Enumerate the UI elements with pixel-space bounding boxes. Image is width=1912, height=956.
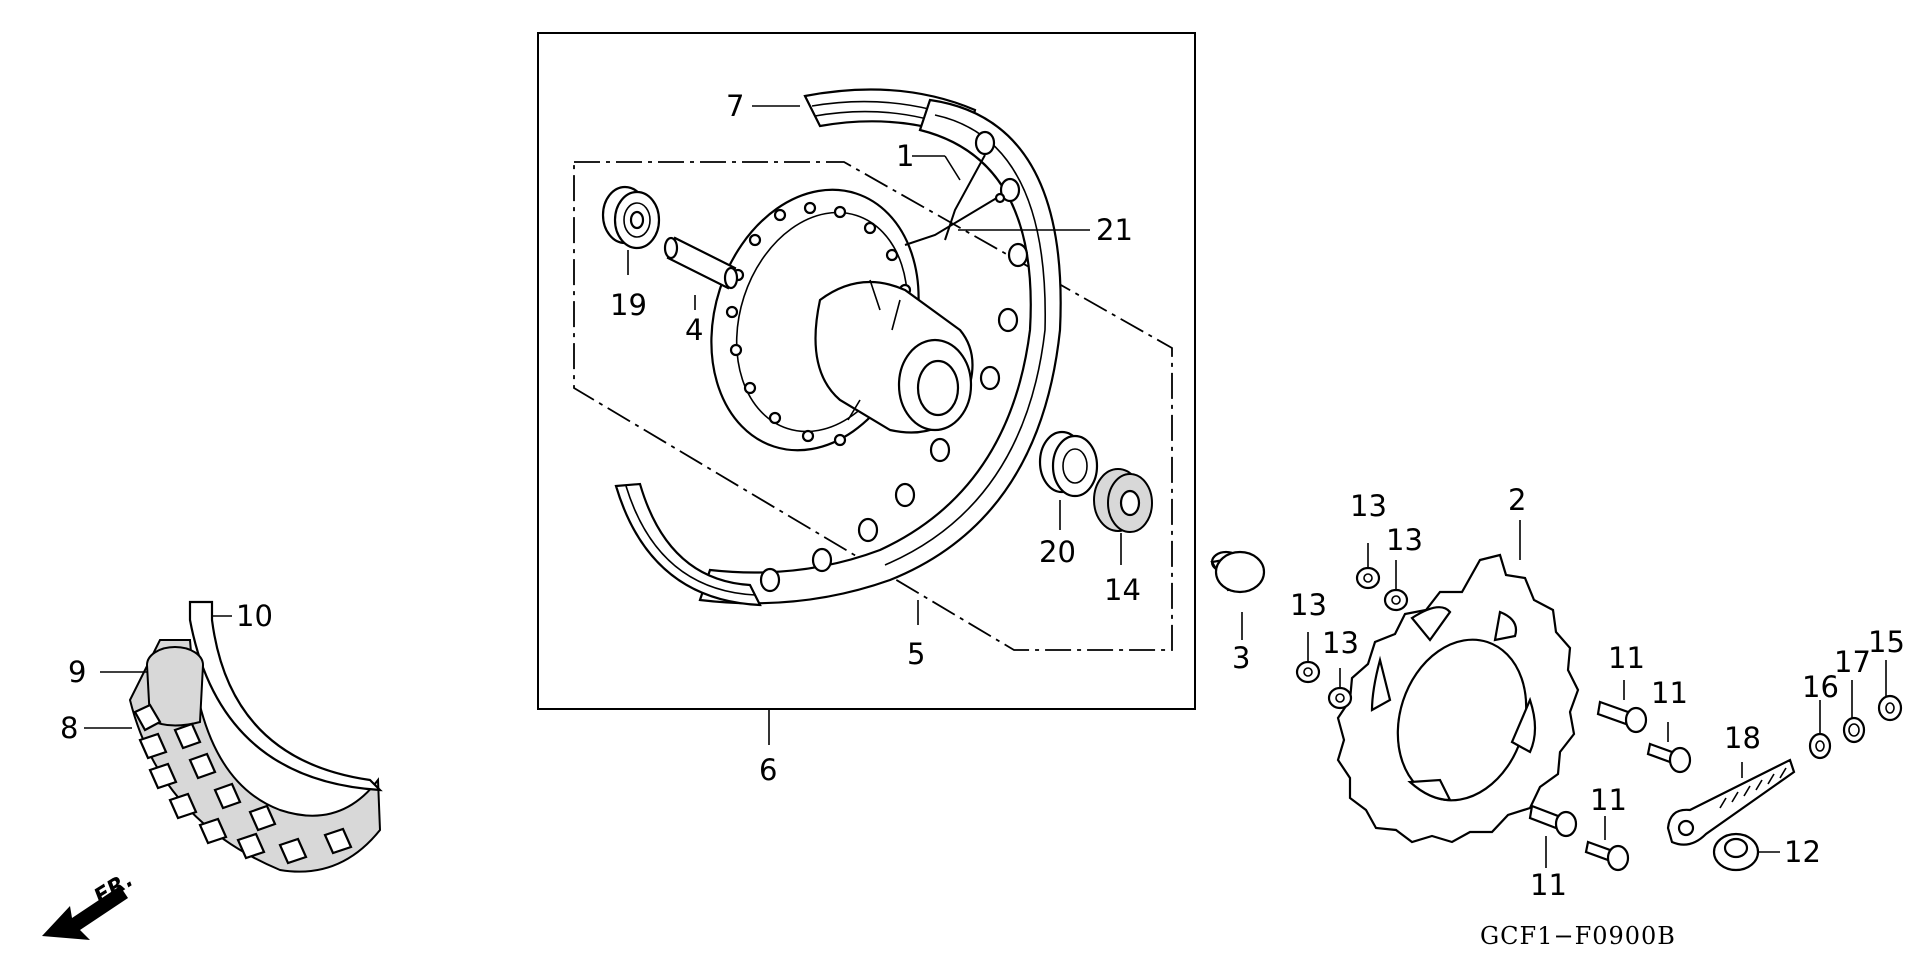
callout-8: 8 bbox=[60, 711, 78, 745]
callout-19: 19 bbox=[610, 288, 647, 322]
hub-subassembly-outline bbox=[573, 161, 1173, 651]
leader-lines bbox=[84, 105, 1887, 868]
wheel-rim bbox=[698, 98, 1062, 605]
callout-20: 20 bbox=[1039, 535, 1076, 569]
callout-11d: 11 bbox=[1530, 868, 1567, 902]
callout-4: 4 bbox=[685, 313, 703, 347]
dust-seal-14 bbox=[1093, 468, 1153, 533]
callout-17: 17 bbox=[1834, 645, 1871, 679]
adjuster-18 bbox=[1666, 758, 1796, 846]
wheel-assembly-frame bbox=[537, 32, 1196, 710]
callout-10: 10 bbox=[236, 599, 273, 633]
callout-13d: 13 bbox=[1322, 626, 1359, 660]
callout-labels: 7 1 21 19 4 20 14 5 6 3 2 13 13 13 13 11… bbox=[60, 89, 1905, 902]
callout-13a: 13 bbox=[1350, 489, 1387, 523]
callout-1: 1 bbox=[896, 139, 914, 173]
callout-12: 12 bbox=[1784, 835, 1821, 869]
wheel-hub bbox=[710, 188, 974, 452]
callout-13b: 13 bbox=[1386, 523, 1423, 557]
callout-14: 14 bbox=[1104, 573, 1141, 607]
bearing-20 bbox=[1038, 430, 1099, 498]
callout-6: 6 bbox=[759, 753, 777, 787]
callout-3: 3 bbox=[1232, 641, 1250, 675]
rim-band-bottom bbox=[614, 482, 762, 607]
callout-21: 21 bbox=[1096, 213, 1133, 247]
callout-9: 9 bbox=[68, 655, 86, 689]
bearing-19 bbox=[601, 185, 661, 250]
callout-11c: 11 bbox=[1590, 783, 1627, 817]
callout-15: 15 bbox=[1868, 625, 1905, 659]
tire-assembly bbox=[128, 600, 383, 873]
callout-11b: 11 bbox=[1651, 676, 1688, 710]
callout-2: 2 bbox=[1508, 483, 1526, 517]
collar-3 bbox=[1210, 550, 1266, 594]
callout-13c: 13 bbox=[1290, 588, 1327, 622]
bolts-11 bbox=[1528, 700, 1692, 872]
callout-16: 16 bbox=[1802, 670, 1839, 704]
nut-12 bbox=[1712, 832, 1760, 872]
nut-15 bbox=[1877, 694, 1903, 722]
callout-11a: 11 bbox=[1608, 641, 1645, 675]
callout-18: 18 bbox=[1724, 721, 1761, 755]
washer-16 bbox=[1808, 732, 1832, 760]
sprocket-2 bbox=[1336, 553, 1580, 844]
callout-5: 5 bbox=[907, 637, 925, 671]
drawing-code: GCF1−F0900B bbox=[1480, 922, 1676, 950]
front-direction-arrow-icon bbox=[42, 886, 128, 940]
spokes bbox=[904, 154, 1006, 246]
callout-7: 7 bbox=[726, 89, 744, 123]
distance-collar-4 bbox=[663, 236, 739, 290]
washer-17 bbox=[1842, 716, 1866, 744]
